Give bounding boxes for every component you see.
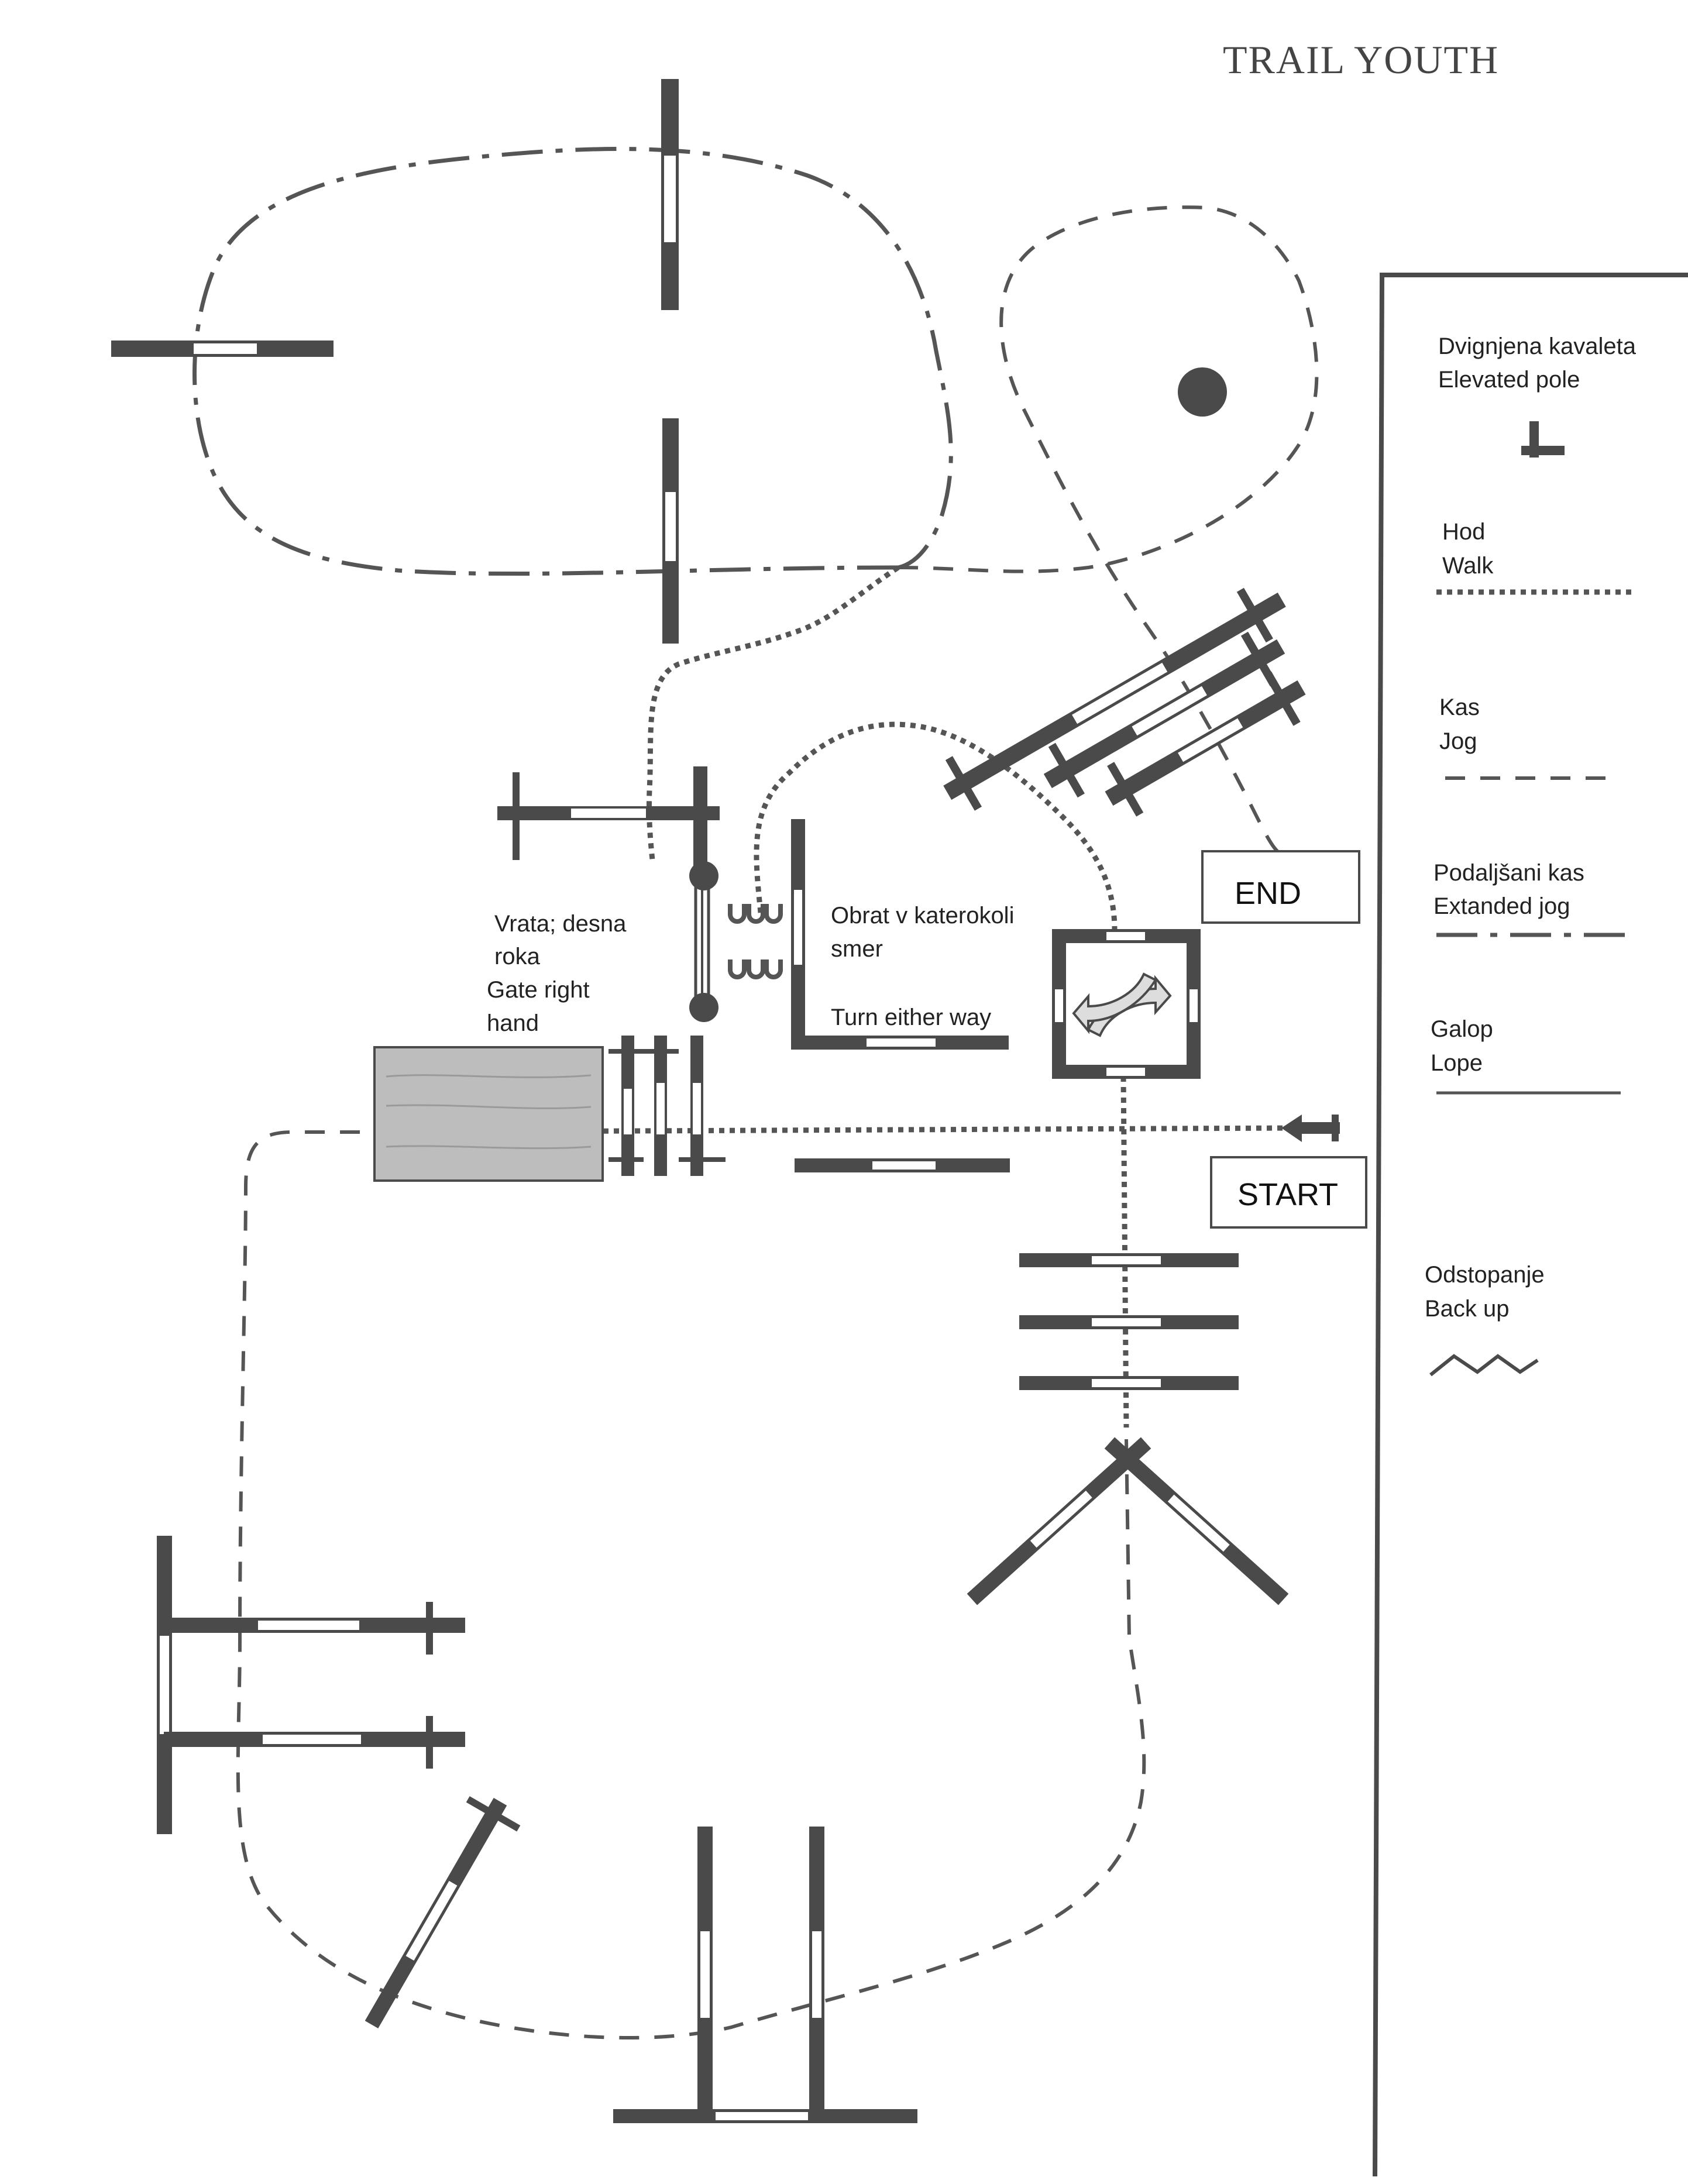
end-box: END: [1201, 850, 1360, 924]
start-box: START: [1210, 1156, 1367, 1229]
elevated-pole-1: [943, 587, 1286, 811]
ground-pole-3: [1019, 1376, 1239, 1390]
ground-pole-1: [1019, 1253, 1239, 1267]
bridge-side-poles: [608, 1036, 726, 1176]
legend-lope-label: Galop Lope: [1431, 1016, 1500, 1076]
walk-path-to-gate: [646, 565, 900, 861]
left-comb-poles: [157, 1536, 465, 1834]
jog-path-bottom-loop: [236, 1130, 1146, 2040]
pole-below-turn: [795, 1158, 1010, 1172]
turn-box: [1052, 929, 1201, 1079]
bottom-u-poles: [613, 1827, 917, 2123]
legend-walk-label: Hod Walk: [1442, 519, 1494, 579]
pole-top-vertical: [661, 79, 679, 310]
gate-post-bottom: [689, 993, 718, 1022]
start-label: START: [1237, 1177, 1338, 1212]
ground-pole-2: [1019, 1315, 1239, 1329]
backup-zigzag-icon: [1429, 1354, 1539, 1377]
walk-path-turn-area: [754, 721, 1118, 931]
legend-extended-jog-label: Podaljšani kas Extanded jog: [1433, 860, 1591, 919]
barrel-marker: [1178, 367, 1227, 417]
gate-top-pole: [497, 766, 720, 866]
backup-footprints: [728, 904, 783, 979]
pole-middle-vertical: [662, 418, 679, 644]
v-poles: [967, 1437, 1289, 1605]
jog-path-right-loop: [898, 205, 1319, 856]
extended-jog-path-upper-loop: [192, 147, 953, 576]
course-title: TRAIL YOUTH: [1223, 37, 1499, 82]
gate-post-top: [689, 861, 718, 890]
elevated-pole-2: [1043, 631, 1285, 798]
gate-label: Vrata; desna roka Gate right hand: [487, 911, 632, 1036]
elevated-pole-icon: [1521, 421, 1565, 458]
diagonal-pole-bottom-left: [365, 1796, 521, 2029]
rotate-arrows-icon: [1072, 972, 1172, 1037]
bridge: [373, 1046, 604, 1182]
turn-area-poles: [791, 819, 1009, 1050]
legend-elevated-label: Dvignjena kavaleta Elevated pole: [1438, 333, 1642, 393]
legend-jog-label: Kas Jog: [1439, 694, 1486, 754]
elevated-pole-3: [1105, 671, 1306, 817]
legend: Dvignjena kavaleta Elevated pole Hod Wal…: [1373, 273, 1688, 2177]
gate: [689, 861, 718, 1022]
legend-backup-label: Odstopanje Back up: [1425, 1262, 1551, 1322]
pole-left-horizontal: [111, 341, 334, 357]
start-arrow-icon: [1281, 1115, 1340, 1142]
walk-path-center-vertical: [1120, 1076, 1129, 1428]
turn-label: Obrat v katerokoli smer Turn either way: [831, 903, 1021, 1030]
end-label: END: [1235, 876, 1301, 911]
